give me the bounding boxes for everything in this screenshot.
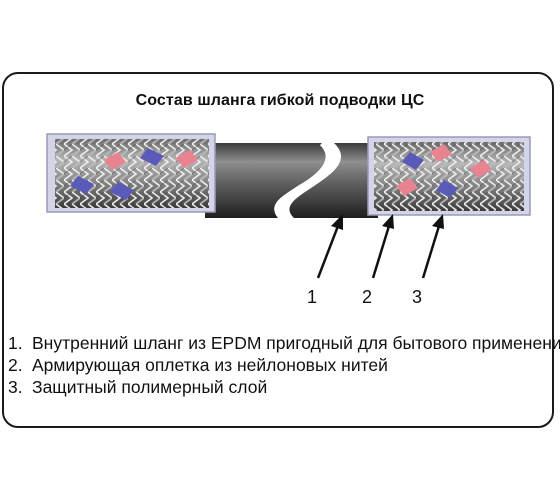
legend-item: 1. Внутренний шланг из EPDM пригодный дл… [8,332,560,354]
callout-number-2: 2 [362,287,373,307]
right-braid-segment [367,136,531,216]
legend-item-number: 3. [8,377,23,397]
diagram-title: Состав шланга гибкой подводки ЦС [135,92,425,109]
callout-arrow-1 [316,214,343,279]
callout-arrow-2 [371,214,394,279]
callout-number-1: 1 [307,287,318,307]
legend-item-text: Защитный полимерный слой [32,377,268,397]
legend-item: 3. Защитный полимерный слой [8,376,560,398]
callout-number-3: 3 [412,287,423,307]
legend-list: 1. Внутренний шланг из EPDM пригодный дл… [8,332,560,398]
legend-item: 2. Армирующая оплетка из нейлоновых ните… [8,354,560,376]
inner-hose [205,140,378,221]
legend-item-number: 2. [8,355,23,375]
callout-arrow-3 [421,214,444,279]
left-braid-segment [46,133,216,213]
legend-item-text: Внутренний шланг из EPDM пригодный для б… [32,333,560,353]
legend-item-text: Армирующая оплетка из нейлоновых нитей [32,355,388,375]
diagram-frame [2,72,554,428]
legend-item-number: 1. [8,333,23,353]
